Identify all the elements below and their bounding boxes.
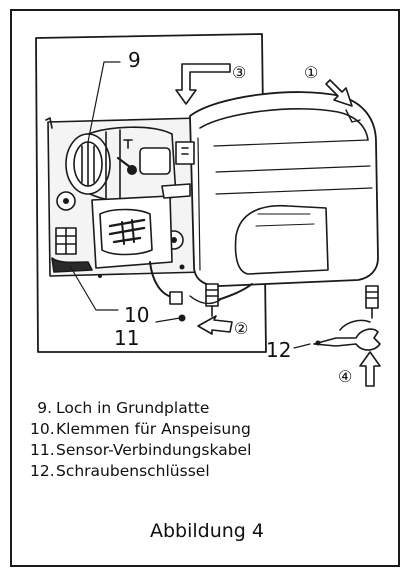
callout-11: 11 — [114, 326, 139, 350]
legend-number: 10. — [30, 420, 55, 438]
arrow-2 — [197, 315, 233, 335]
legend-item: 10.Klemmen für Anspeisung — [30, 419, 251, 440]
legend-text: Schraubenschlüssel — [56, 462, 210, 480]
step-2-marker: ② — [234, 319, 248, 338]
wrench — [313, 319, 381, 351]
legend-item: 12.Schraubenschlüssel — [30, 461, 251, 482]
legend-text: Loch in Grundplatte — [56, 399, 210, 417]
parts-legend: 9.Loch in Grundplatte 10.Klemmen für Ans… — [30, 398, 251, 482]
callout-10: 10 — [124, 303, 149, 327]
figure-caption: Abbildung 4 — [149, 520, 264, 542]
installation-drawing: 9 10 11 12 ① ② ③ ④ — [35, 33, 381, 387]
legend-item: 9.Loch in Grundplatte — [30, 398, 251, 419]
legend-text: Sensor-Verbindungskabel — [56, 441, 252, 459]
mounting-bracket — [161, 141, 195, 199]
legend-number: 11. — [30, 441, 55, 459]
arrow-3 — [175, 63, 231, 105]
figure-frame — [10, 9, 400, 567]
wiring — [149, 261, 379, 322]
legend-item: 11.Sensor-Verbindungskabel — [30, 440, 251, 461]
motor-unit — [65, 126, 177, 269]
leaders — [69, 61, 311, 349]
legend-text: Klemmen für Anspeisung — [56, 420, 251, 438]
dryer-cover — [189, 91, 379, 287]
callout-9: 9 — [128, 48, 141, 72]
step-4-marker: ④ — [338, 367, 352, 386]
legend-number: 9. — [37, 399, 52, 417]
arrow-4 — [359, 351, 381, 387]
step-3-marker: ③ — [232, 63, 246, 82]
step-1-marker: ① — [304, 63, 318, 82]
callout-12: 12 — [266, 338, 291, 362]
legend-number: 12. — [30, 462, 55, 480]
arrow-1 — [325, 79, 353, 107]
